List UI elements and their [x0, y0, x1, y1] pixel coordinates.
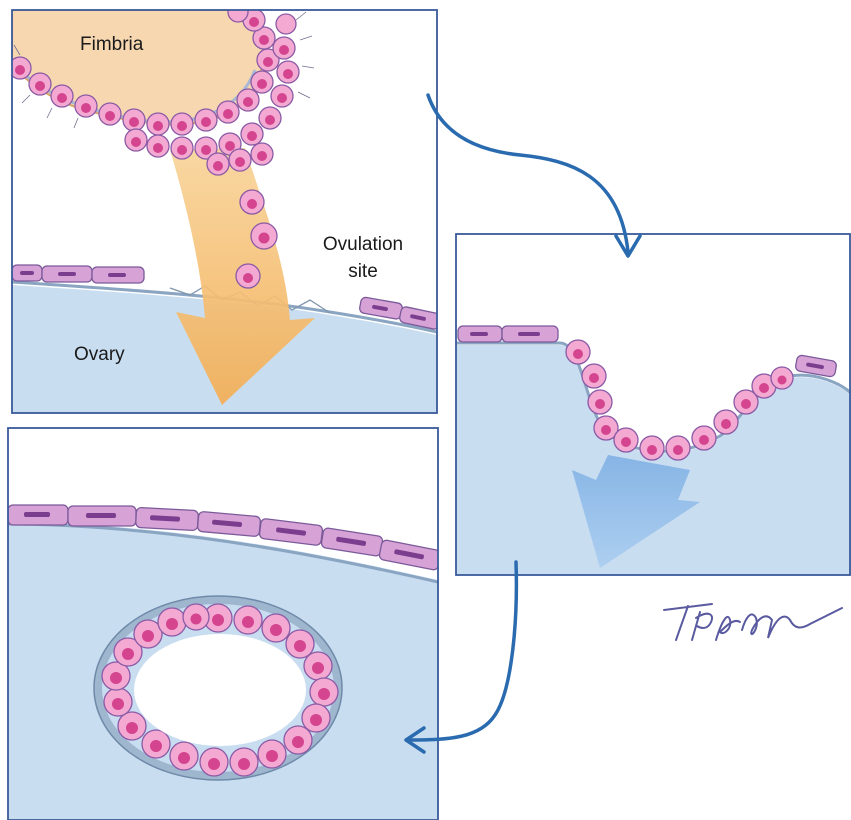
label-fimbria: Fimbria — [80, 34, 144, 55]
cyst-lumen — [134, 634, 306, 746]
transition-arrow-1 — [428, 95, 628, 252]
panel-inclusion-cyst — [8, 428, 441, 820]
label-ovary: Ovary — [74, 344, 125, 365]
panel-invagination — [456, 234, 851, 575]
panel-ovulation: Fimbria Ovulation site Ovary — [2, 2, 441, 413]
artist-signature — [664, 604, 842, 640]
label-ovulation-site-line2: site — [348, 261, 378, 282]
label-ovulation-site-line1: Ovulation — [323, 234, 403, 255]
